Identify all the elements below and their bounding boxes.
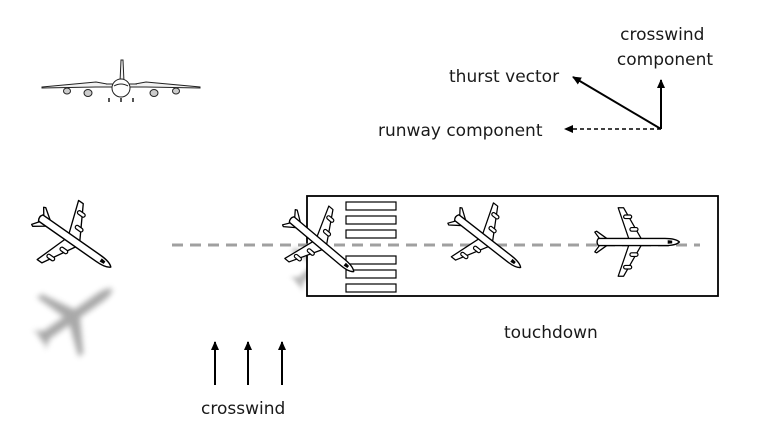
crosswind-arrows [211,341,286,385]
aircraft-shadow-1 [18,259,134,370]
thrust-vector-arrow [572,76,662,130]
runway-threshold-markings [345,201,397,293]
crosswind-component-label: crosswind component [617,25,714,70]
aircraft-front-view [41,59,201,102]
touchdown-label: touchdown [504,323,598,343]
runway-component-label: runway component [378,121,543,141]
crosswind-label: crosswind [201,399,285,419]
vector-diagram [564,76,665,133]
aircraft-approach-crabbed [16,185,133,298]
thrust-vector-label: thurst vector [449,67,559,87]
